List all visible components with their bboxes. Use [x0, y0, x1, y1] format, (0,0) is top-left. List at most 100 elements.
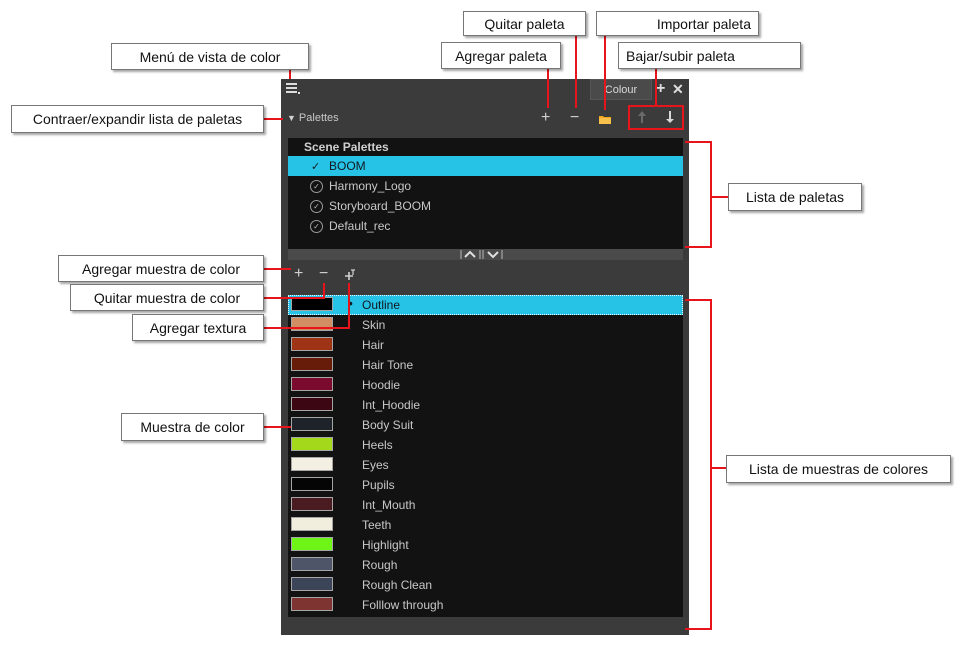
arrow-up-icon — [638, 111, 646, 123]
check-circle-icon: ✓ — [310, 199, 323, 213]
swatch-row[interactable]: Int_Hoodie — [288, 395, 683, 415]
swatch-name: Hoodie — [362, 378, 401, 392]
palette-row-harmony-logo[interactable]: ✓ Harmony_Logo — [288, 176, 683, 196]
swatch-name: Eyes — [362, 458, 389, 472]
swatch-row[interactable]: Int_Mouth — [288, 495, 683, 515]
import-palette-button[interactable] — [599, 112, 612, 130]
callout-importar-paleta: Importar paleta — [596, 11, 759, 36]
swatch-row[interactable]: Hair — [288, 335, 683, 355]
palette-row-storyboard-boom[interactable]: ✓ Storyboard_BOOM — [288, 196, 683, 216]
color-swatch[interactable] — [291, 397, 333, 411]
swatch-name: Heels — [362, 438, 393, 452]
swatch-name: Teeth — [362, 518, 392, 532]
color-swatch[interactable] — [291, 557, 333, 571]
color-swatch[interactable] — [291, 477, 333, 491]
palette-name: Harmony_Logo — [329, 179, 412, 193]
callout-quitar-paleta: Quitar paleta — [463, 11, 586, 36]
swatch-name: Skin — [362, 318, 386, 332]
callout-muestra-color: Muestra de color — [121, 413, 264, 441]
swatch-name: Int_Hoodie — [362, 398, 421, 412]
callout-lista-muestras: Lista de muestras de colores — [726, 455, 951, 483]
color-swatch[interactable] — [291, 597, 333, 611]
color-swatch[interactable] — [291, 377, 333, 391]
callout-menu-vista-color: Menú de vista de color — [111, 43, 309, 70]
minus-icon: − — [319, 265, 329, 282]
swatch-row[interactable]: Rough Clean — [288, 575, 683, 595]
add-texture-button[interactable] — [344, 268, 356, 286]
triangle-down-icon: ▼ — [287, 113, 296, 123]
panel-menu-button[interactable] — [286, 81, 300, 95]
tab-colour[interactable]: Colour — [590, 79, 652, 100]
swatch-row[interactable]: Hoodie — [288, 375, 683, 395]
minus-icon: − — [570, 109, 580, 126]
callout-agregar-paleta: Agregar paleta — [441, 42, 561, 69]
color-swatch[interactable] — [291, 297, 333, 311]
swatch-name: Folllow through — [362, 598, 444, 612]
list-splitter-handle[interactable] — [288, 249, 683, 260]
palette-row-default-rec[interactable]: ✓ Default_rec — [288, 216, 683, 236]
callout-bajar-subir-paleta: Bajar/subir paleta — [618, 42, 801, 69]
swatch-name: Hair Tone — [362, 358, 414, 372]
color-swatch[interactable] — [291, 417, 333, 431]
color-swatch[interactable] — [291, 357, 333, 371]
color-swatch[interactable] — [291, 577, 333, 591]
color-swatch[interactable] — [291, 537, 333, 551]
callout-agregar-textura: Agregar textura — [132, 314, 264, 341]
palettes-collapse-toggle[interactable]: ▼ Palettes — [287, 112, 339, 124]
add-palette-button[interactable]: + — [541, 110, 550, 126]
swatch-row[interactable]: Eyes — [288, 455, 683, 475]
plus-icon: + — [541, 109, 551, 126]
folder-icon — [599, 116, 611, 124]
swatch-row[interactable]: Pupils — [288, 475, 683, 495]
arrow-down-icon — [666, 111, 674, 123]
check-circle-icon: ✓ — [310, 219, 323, 233]
current-swatch-bullet-icon: • — [348, 295, 353, 311]
checkmark-icon: ✓ — [311, 160, 321, 173]
swatch-name: Hair — [362, 338, 385, 352]
remove-palette-button[interactable]: − — [570, 110, 579, 126]
swatch-name: Rough Clean — [362, 578, 433, 592]
texture-plus-icon — [345, 269, 355, 280]
check-circle-icon: ✓ — [310, 179, 323, 193]
color-swatch[interactable] — [291, 497, 333, 511]
add-view-icon[interactable]: + — [656, 80, 666, 97]
swatch-row[interactable]: Heels — [288, 435, 683, 455]
swatch-row[interactable]: Body Suit — [288, 415, 683, 435]
close-view-icon[interactable]: ✕ — [672, 81, 684, 97]
hamburger-icon — [286, 83, 300, 94]
add-swatch-button[interactable]: + — [294, 266, 303, 282]
palette-name: Default_rec — [329, 219, 391, 233]
color-swatch[interactable] — [291, 437, 333, 451]
remove-swatch-button[interactable]: − — [319, 266, 328, 282]
tab-colour-label: Colour — [604, 84, 638, 96]
move-buttons-highlight — [628, 105, 684, 130]
swatch-row[interactable]: Highlight — [288, 535, 683, 555]
swatch-name: Highlight — [362, 538, 409, 552]
swatch-row[interactable]: Teeth — [288, 515, 683, 535]
color-swatch[interactable] — [291, 337, 333, 351]
swatch-row[interactable]: Rough — [288, 555, 683, 575]
swatch-row[interactable]: Hair Tone — [288, 355, 683, 375]
color-swatch[interactable] — [291, 457, 333, 471]
plus-icon: + — [294, 265, 304, 282]
palette-list-header: Scene Palettes — [304, 140, 389, 154]
palette-name: Storyboard_BOOM — [329, 199, 432, 213]
callout-lista-paletas: Lista de paletas — [728, 183, 862, 211]
palette-row-boom[interactable]: ✓ BOOM — [288, 156, 683, 176]
palette-name: BOOM — [329, 159, 366, 173]
callout-agregar-muestra: Agregar muestra de color — [58, 255, 264, 282]
color-swatch[interactable] — [291, 517, 333, 531]
palette-list[interactable]: Scene Palettes ✓ BOOM ✓ Harmony_Logo ✓ S… — [288, 138, 683, 249]
move-palette-down-button[interactable] — [664, 110, 676, 129]
swatch-name: Rough — [362, 558, 398, 572]
move-palette-up-button[interactable] — [636, 110, 648, 129]
expand-collapse-chevrons-icon — [460, 250, 503, 259]
palettes-section-label: Palettes — [298, 112, 339, 124]
swatch-row[interactable]: Folllow through — [288, 595, 683, 615]
swatch-name: Pupils — [362, 478, 395, 492]
callout-quitar-muestra: Quitar muestra de color — [70, 284, 264, 311]
swatch-name: Int_Mouth — [362, 498, 416, 512]
callout-contraer-expandir: Contraer/expandir lista de paletas — [11, 105, 264, 133]
swatch-name: Outline — [362, 298, 401, 312]
